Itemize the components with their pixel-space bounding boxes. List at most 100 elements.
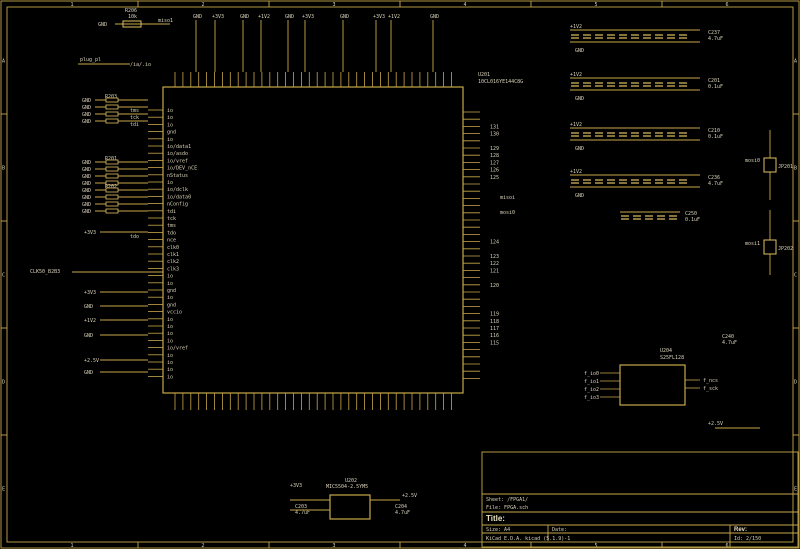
fpga-pin-name-left: io/asdo <box>167 151 188 157</box>
col-label: 4 <box>464 543 467 549</box>
left-power-label: GND <box>84 370 93 376</box>
svg-text:CLK50_B2B3: CLK50_B2B3 <box>30 269 60 275</box>
cap-ref: C237 <box>708 30 720 36</box>
flash-pin-left: f_io1 <box>584 379 599 385</box>
col-label: 3 <box>333 2 336 8</box>
fpga-pin-name-left: io <box>167 324 173 330</box>
io-number: 125 <box>490 175 499 181</box>
fpga-pin-name-left: io <box>167 115 173 121</box>
io-number: 121 <box>490 268 499 274</box>
net-tdi: tdi <box>130 122 139 128</box>
jumper-jp201[interactable]: JP201 mosi0 <box>745 130 793 200</box>
row-label: B <box>794 166 797 172</box>
svg-text:10k: 10k <box>128 14 137 20</box>
io-number: 131 <box>490 124 499 130</box>
svg-text:MIC5504-2.5YM5: MIC5504-2.5YM5 <box>326 484 368 490</box>
tb-rev: Rev: <box>734 527 747 533</box>
fpga-pin-name-left: io <box>167 108 173 114</box>
tb-tool: KiCad E.D.A. kicad (5.1.9)-1 <box>486 536 570 542</box>
io-number: 122 <box>490 261 499 267</box>
flash-pin-right: f_ncs <box>703 378 718 384</box>
fpga-pin-name-left: io/DEV_nCE <box>167 166 197 172</box>
cap-gnd: GND <box>575 146 584 152</box>
gnd-label: GND <box>82 181 91 187</box>
svg-text:S25FL128: S25FL128 <box>660 355 684 361</box>
fpga-pin-name-left: io <box>167 295 173 301</box>
fpga-pin-name-left: io <box>167 360 173 366</box>
row-label: D <box>794 380 797 386</box>
gnd-label: GND <box>82 119 91 125</box>
fpga-pin-name-left: tdo <box>167 230 176 236</box>
col-label: 1 <box>71 543 74 549</box>
svg-text:R206: R206 <box>125 8 137 14</box>
io-number: 129 <box>490 146 499 152</box>
svg-text:+2.5V: +2.5V <box>708 421 723 427</box>
fpga-pin-name-left: io <box>167 281 173 287</box>
cap-ref: C240 <box>722 334 734 340</box>
cap-value: 4.7uF <box>295 510 310 516</box>
fpga-pin-name-left: nConfig <box>167 202 188 208</box>
flash-pin-right: f_sck <box>703 386 718 392</box>
flash-chip[interactable]: U204 S25FL128 f_io0f_io1f_io2f_io3f_ncsf… <box>584 348 718 406</box>
top-power-label: GND <box>240 14 249 20</box>
cap-power: +1V2 <box>570 122 582 128</box>
clock-label[interactable]: CLK50_B2B3 <box>30 269 163 275</box>
net-misoi: misoi <box>500 195 515 201</box>
fpga-pin-name-left: clk1 <box>167 252 179 258</box>
fpga-pin-name-left: io/vref <box>167 346 188 352</box>
cap-gnd: GND <box>575 96 584 102</box>
top-power-label: +1V2 <box>258 14 270 20</box>
cap-value: 4.7uF <box>708 36 723 42</box>
fpga-pin-name-left: io <box>167 353 173 359</box>
fpga-pin-name-left: io <box>167 137 173 143</box>
tb-size: Size: A4 <box>486 527 510 533</box>
fpga-pin-name-left: io <box>167 122 173 128</box>
io-number: 116 <box>490 333 499 339</box>
fpga-pin-name-left: io <box>167 367 173 373</box>
svg-text:mosi0: mosi0 <box>745 158 760 164</box>
cap-power: +1V2 <box>570 24 582 30</box>
row-label: C <box>794 273 797 279</box>
fpga-pin-name-left: io <box>167 180 173 186</box>
fpga-pin-name-left: gnd <box>167 130 176 136</box>
gnd-label: GND <box>82 202 91 208</box>
cap-gnd: GND <box>575 193 584 199</box>
fpga-pin-name-left: io <box>167 338 173 344</box>
cap-ref: C236 <box>708 175 720 181</box>
cap-ref: C201 <box>708 78 720 84</box>
cap-value: 0.1uF <box>708 84 723 90</box>
fpga-part: 10CL016YE144C8G <box>478 79 523 85</box>
hier-label-link[interactable]: plug_pl /ia/.io <box>78 57 151 68</box>
fpga-pin-name-left: gnd <box>167 288 176 294</box>
row-label: A <box>794 59 797 65</box>
resistor-r206[interactable]: R206 10k miso1 GND <box>98 8 173 28</box>
col-label: 6 <box>726 543 729 549</box>
title-block: Sheet: /FPGA1/ File: FPGA.sch Title: Siz… <box>481 451 799 548</box>
resistor-ref: R201 <box>105 156 117 162</box>
fpga-pin-name-left: clk3 <box>167 266 179 272</box>
tb-id: Id: 2/150 <box>734 536 761 542</box>
top-power-label: +1V2 <box>388 14 400 20</box>
svg-text:U204: U204 <box>660 348 672 354</box>
bottom-right-25v[interactable]: +2.5V <box>708 421 760 429</box>
fpga-pin-name-left: nStatus <box>167 173 188 179</box>
svg-text:+3V3: +3V3 <box>290 483 302 489</box>
regulator-u202[interactable]: U202 MIC5504-2.5YM5 +3V3 +2.5V <box>290 478 417 520</box>
svg-text:plug_pl: plug_pl <box>80 57 101 63</box>
cap-ref: C210 <box>708 128 720 134</box>
fpga-pin-name-left: clk2 <box>167 259 179 265</box>
fpga-pin-name-left: gnd <box>167 302 176 308</box>
fpga-pin-name-left: io/vref <box>167 158 188 164</box>
row-label: E <box>2 487 5 493</box>
jumper-jp202[interactable]: JP202 mosi1 <box>745 210 793 275</box>
resistor-ref: R203 <box>105 94 117 100</box>
fpga-pin-name-left: io/dclk <box>167 187 188 193</box>
cap-gnd: GND <box>575 48 584 54</box>
left-power-label: GND <box>84 304 93 310</box>
row-label: E <box>794 487 797 493</box>
svg-text:JP202: JP202 <box>778 246 793 252</box>
col-label: 6 <box>726 2 729 8</box>
cap-ref: C203 <box>295 504 307 510</box>
